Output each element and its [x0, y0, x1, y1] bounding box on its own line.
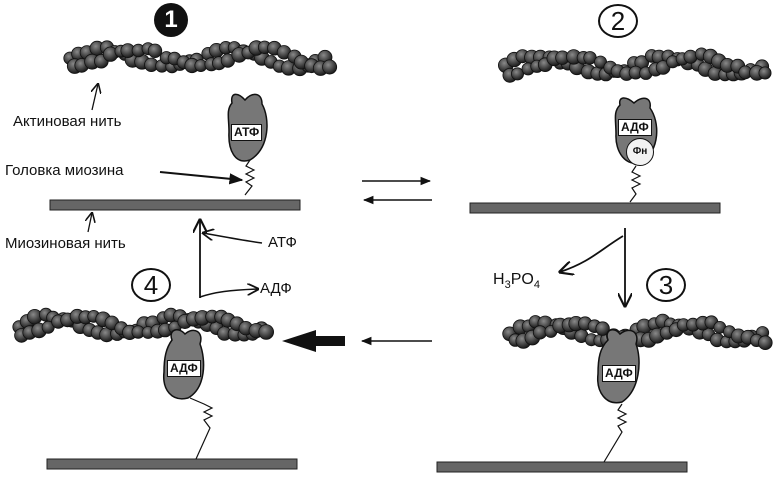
myosin-filament-2	[469, 202, 721, 214]
atp-in-arrow	[203, 233, 263, 244]
phosphoric-acid-formula: H3PO4	[493, 271, 540, 292]
actin-bead	[683, 49, 698, 64]
actin-bead	[757, 335, 773, 351]
head-3-nucleotide-label: АДФ	[602, 365, 636, 382]
step-number-3: 3	[646, 268, 686, 302]
phosphate-release-arrow	[560, 235, 624, 272]
myosin-filament-pointer	[88, 213, 92, 233]
myosin-head-4	[163, 329, 214, 460]
head-2-phosphate-label: Фн	[626, 138, 654, 166]
head-2-nucleotide-label: АДФ	[618, 119, 652, 136]
phosphoric-acid-label: H3PO4	[493, 272, 540, 291]
myosin-filament-4	[46, 458, 298, 470]
head-4-nucleotide-label: АДФ	[167, 360, 201, 377]
actin-bead	[758, 66, 772, 80]
actin-bead	[595, 321, 610, 336]
power-stroke-arrow	[282, 330, 345, 352]
actin-pointer	[92, 84, 98, 111]
actin-filament-2	[498, 47, 772, 83]
step-number-4: 4	[131, 268, 171, 302]
myosin-filament-1	[49, 199, 301, 211]
actin-filament-1	[63, 40, 338, 77]
actin-filament-label: Актиновая нить	[13, 113, 122, 130]
actin-bead	[147, 43, 163, 59]
step-number-1: 1	[154, 3, 188, 37]
adp-out-label: АДФ	[260, 280, 292, 297]
head-1-nucleotide-label: АТФ	[231, 124, 263, 141]
actin-bead	[322, 59, 338, 75]
myosin-head-3	[597, 329, 640, 463]
step-number-2: 2	[598, 4, 638, 38]
actin-filament-3	[502, 313, 773, 351]
myosin-head-pointer	[159, 171, 244, 185]
atp-in-label: АТФ	[268, 234, 297, 251]
myosin-filament-label: Миозиновая нить	[5, 235, 126, 252]
actin-bead	[258, 324, 275, 340]
adp-out-arrow	[199, 289, 258, 298]
myosin-filament-3	[436, 461, 688, 473]
actin-bead	[510, 67, 524, 81]
myosin-head-label: Головка миозина	[5, 162, 124, 179]
actin-filament-4	[12, 307, 275, 343]
